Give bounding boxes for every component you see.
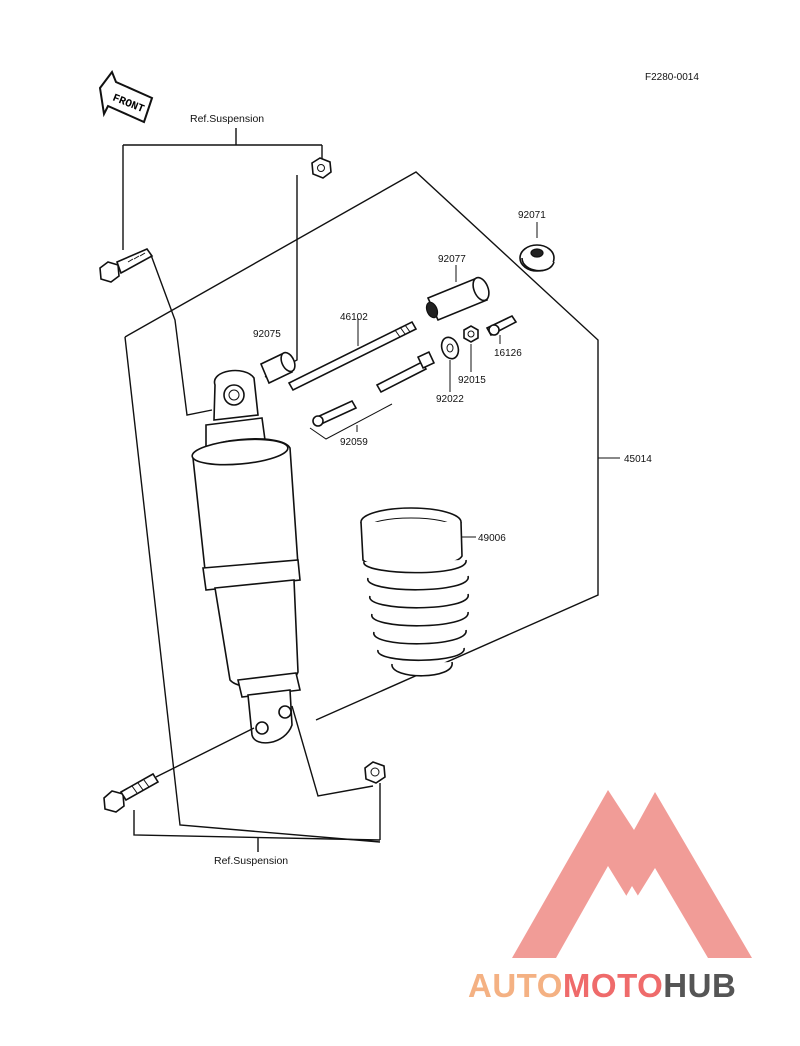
leader-bolt-bottom [155, 727, 255, 778]
part-92022-washer [440, 336, 460, 360]
ref-bracket-top [122, 128, 323, 250]
diagram-code: F2280-0014 [645, 72, 699, 83]
label-92059: 92059 [340, 437, 368, 448]
part-92059-bolts [312, 350, 436, 427]
label-16126: 16126 [494, 348, 522, 359]
ref-suspension-bottom: Ref.Suspension [214, 855, 288, 867]
assembly-outline-lower [124, 336, 381, 843]
bottom-nut [364, 761, 386, 784]
ref-bracket-bottom [133, 810, 381, 852]
leader-bolt-top [150, 254, 213, 416]
bottom-bolt [103, 772, 160, 813]
automotohub-logo [512, 790, 752, 958]
part-49006-boot [360, 507, 469, 677]
label-49006: 49006 [478, 533, 506, 544]
watermark-auto: AUTO [468, 967, 563, 1004]
watermark-text: AUTOMOTOHUB [468, 967, 736, 1004]
part-92071-rubber [519, 244, 555, 272]
front-arrow-icon: FRONT [98, 69, 154, 124]
shock-absorber-body [191, 369, 301, 744]
leader-92059 [309, 403, 393, 440]
label-92075: 92075 [253, 329, 281, 340]
label-46102: 46102 [340, 312, 368, 323]
part-92075-spacer [259, 351, 296, 385]
label-92015: 92015 [458, 375, 486, 386]
leader-nut-top [264, 175, 298, 378]
leader-nut-bottom [291, 705, 374, 797]
part-16126-fitting [485, 314, 518, 337]
top-bolt [99, 248, 154, 283]
top-nut [311, 157, 332, 179]
label-92071: 92071 [518, 210, 546, 221]
label-92022: 92022 [436, 394, 464, 405]
watermark-moto: MOTO [563, 967, 663, 1004]
watermark-hub: HUB [663, 967, 736, 1004]
part-46102-bolt [287, 320, 418, 392]
label-92077: 92077 [438, 254, 466, 265]
assembly-outline [124, 171, 599, 721]
part-92015-nut [463, 325, 479, 343]
ref-suspension-top: Ref.Suspension [190, 113, 264, 125]
label-45014: 45014 [624, 454, 652, 465]
part-92077-collar [425, 276, 490, 322]
